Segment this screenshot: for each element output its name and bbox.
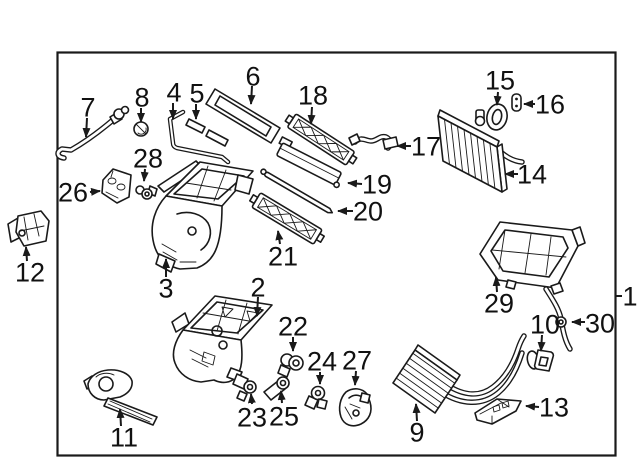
part-8-grommet xyxy=(133,121,149,137)
callout-13-label: 13 xyxy=(539,393,569,423)
callout-10-arrow xyxy=(537,334,546,352)
part-25-clip xyxy=(263,376,290,401)
callout-27-label: 27 xyxy=(342,346,372,376)
callout-17-label: 17 xyxy=(411,132,441,162)
callout-6-arrow xyxy=(247,85,256,105)
part-10-actuator xyxy=(526,349,555,372)
callout-15-arrow xyxy=(493,91,502,106)
callout-6-label: 6 xyxy=(245,62,260,92)
callout-28-arrow xyxy=(140,168,149,182)
callout-1-label: 1 xyxy=(622,282,637,312)
callout-7-arrow xyxy=(82,117,91,138)
callout-21-label: 21 xyxy=(268,242,298,272)
part-3-upper-case xyxy=(151,160,254,273)
callout-25-arrow xyxy=(277,390,286,404)
part-7-drain-hose xyxy=(55,105,130,161)
part-13-bracket xyxy=(474,398,522,425)
part-9-heater-core xyxy=(392,333,527,414)
callout-3-label: 3 xyxy=(158,274,173,304)
part-2-main-case xyxy=(171,295,273,384)
callout-9-arrow xyxy=(412,403,421,422)
callout-2-arrow xyxy=(253,296,262,317)
callout-21-arrow xyxy=(275,230,284,245)
callout-10-label: 10 xyxy=(530,310,560,340)
part-17-duct-piece xyxy=(348,133,399,151)
callout-29-arrow xyxy=(492,276,501,293)
part-11-floor-duct xyxy=(83,369,158,426)
part-5-seal-strip xyxy=(185,118,229,147)
callout-25-label: 25 xyxy=(269,402,299,432)
callout-29-label: 29 xyxy=(484,289,514,319)
callout-4-label: 4 xyxy=(166,78,181,108)
callout-16-label: 16 xyxy=(535,90,565,120)
callout-15-label: 15 xyxy=(485,66,515,96)
callout-12-label: 12 xyxy=(15,258,45,288)
part-15-seal-ring xyxy=(486,103,508,131)
callout-5-label: 5 xyxy=(189,79,204,109)
callout-24-label: 24 xyxy=(307,347,337,377)
callout-28-label: 28 xyxy=(133,144,163,174)
callout-12-arrow xyxy=(22,246,31,262)
part-21-grille-strip xyxy=(248,192,326,245)
part-27-actuator xyxy=(338,388,372,427)
part-23-clip xyxy=(232,373,257,402)
callout-2-label: 2 xyxy=(250,273,265,303)
part-26-bracket xyxy=(101,168,132,204)
callout-19-label: 19 xyxy=(362,170,392,200)
callout-23-arrow xyxy=(247,393,256,405)
callout-30-label: 30 xyxy=(585,309,615,339)
part-12-actuator xyxy=(7,210,50,247)
part-24-actuator xyxy=(304,385,328,410)
callout-26-arrow xyxy=(89,187,101,196)
part-16-clip xyxy=(511,93,522,112)
callout-11-label: 11 xyxy=(110,423,138,453)
part-14-evaporator-core xyxy=(437,109,525,193)
part-22-actuator xyxy=(277,353,304,378)
callout-20-label: 20 xyxy=(353,197,383,227)
part-6-seal-frame xyxy=(205,88,281,144)
callout-11-arrow xyxy=(116,408,125,427)
callout-18-label: 18 xyxy=(298,81,328,111)
part-4-seal-strip xyxy=(167,109,231,165)
diagram-border xyxy=(56,51,617,457)
callout-26-label: 26 xyxy=(58,178,88,208)
callout-18-arrow xyxy=(307,106,316,125)
callout-9-label: 9 xyxy=(409,418,424,448)
callout-13-arrow xyxy=(525,402,540,411)
callout-27-arrow xyxy=(351,370,360,386)
callout-8-label: 8 xyxy=(134,83,149,113)
part-28-fastener xyxy=(135,185,158,200)
part-30-hose-oring xyxy=(543,286,573,352)
callout-19-arrow xyxy=(347,179,363,188)
callout-23-label: 23 xyxy=(237,403,267,433)
part-18-grille-strip xyxy=(284,113,358,166)
callout-7-label: 7 xyxy=(80,93,95,123)
callout-22-label: 22 xyxy=(278,312,308,342)
part-19-door-plate xyxy=(276,136,342,189)
part-20-link-rod xyxy=(260,168,334,214)
callout-14-label: 14 xyxy=(517,160,547,190)
part-29-upper-case-cover xyxy=(479,221,586,295)
